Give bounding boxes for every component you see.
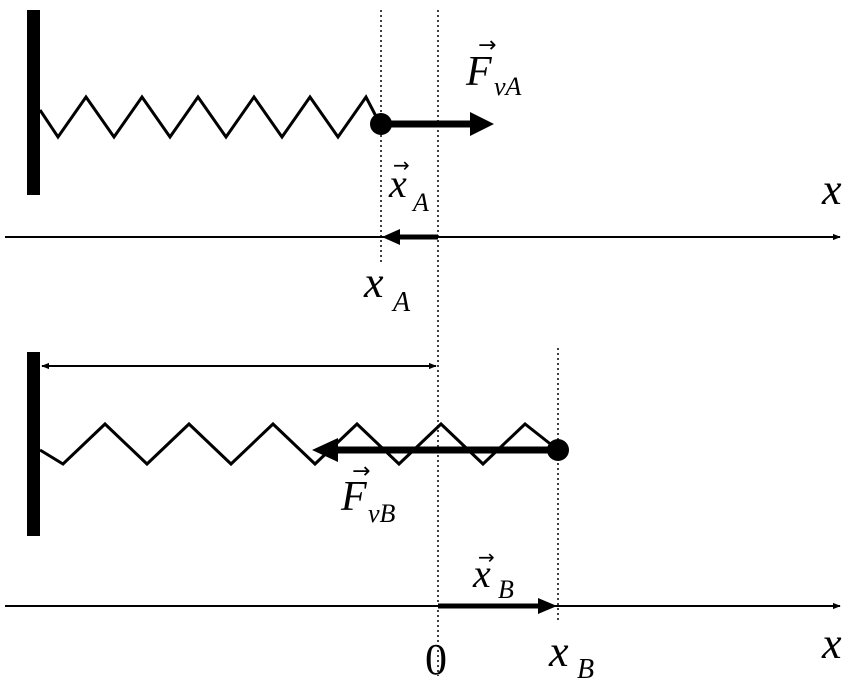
spring-b xyxy=(39,421,559,467)
pos-label-b-sub: B xyxy=(577,654,594,685)
wall-a xyxy=(27,10,40,195)
pos-label-b: x xyxy=(548,627,569,676)
force-arrowhead-b xyxy=(312,438,338,462)
disp-label-a: x xyxy=(388,161,407,206)
force-label-b: F xyxy=(340,474,367,520)
mass-b xyxy=(547,439,569,461)
displacement-arrowhead-a xyxy=(382,229,400,245)
pos-label-a: x xyxy=(363,258,384,307)
disp-label-a-arrow: → xyxy=(393,153,410,177)
origin-label: 0 xyxy=(425,635,447,684)
disp-label-b-sub: B xyxy=(498,575,514,604)
wall-b xyxy=(27,352,40,536)
disp-label-b: x xyxy=(472,551,491,596)
force-label-a-sub: vA xyxy=(494,72,522,101)
scene-b: → F vB x → x B 0 x B xyxy=(5,348,842,685)
displacement-arrowhead-b xyxy=(538,598,557,614)
spring-a xyxy=(38,94,382,140)
force-label-b-sub: vB xyxy=(368,499,396,528)
pos-label-a-sub: A xyxy=(391,287,411,318)
force-label-a-arrow: → xyxy=(478,33,496,58)
axis-a-label: x xyxy=(821,165,842,214)
force-label-a: F xyxy=(465,49,492,95)
disp-label-b-arrow: → xyxy=(478,545,495,569)
scene-a: → F vA x → x A x A xyxy=(5,10,842,676)
axis-b-label: x xyxy=(821,619,842,668)
force-label-b-arrow: → xyxy=(352,459,370,484)
mass-a xyxy=(370,113,392,135)
disp-label-a-sub: A xyxy=(411,188,429,217)
force-arrowhead-a xyxy=(470,112,494,136)
